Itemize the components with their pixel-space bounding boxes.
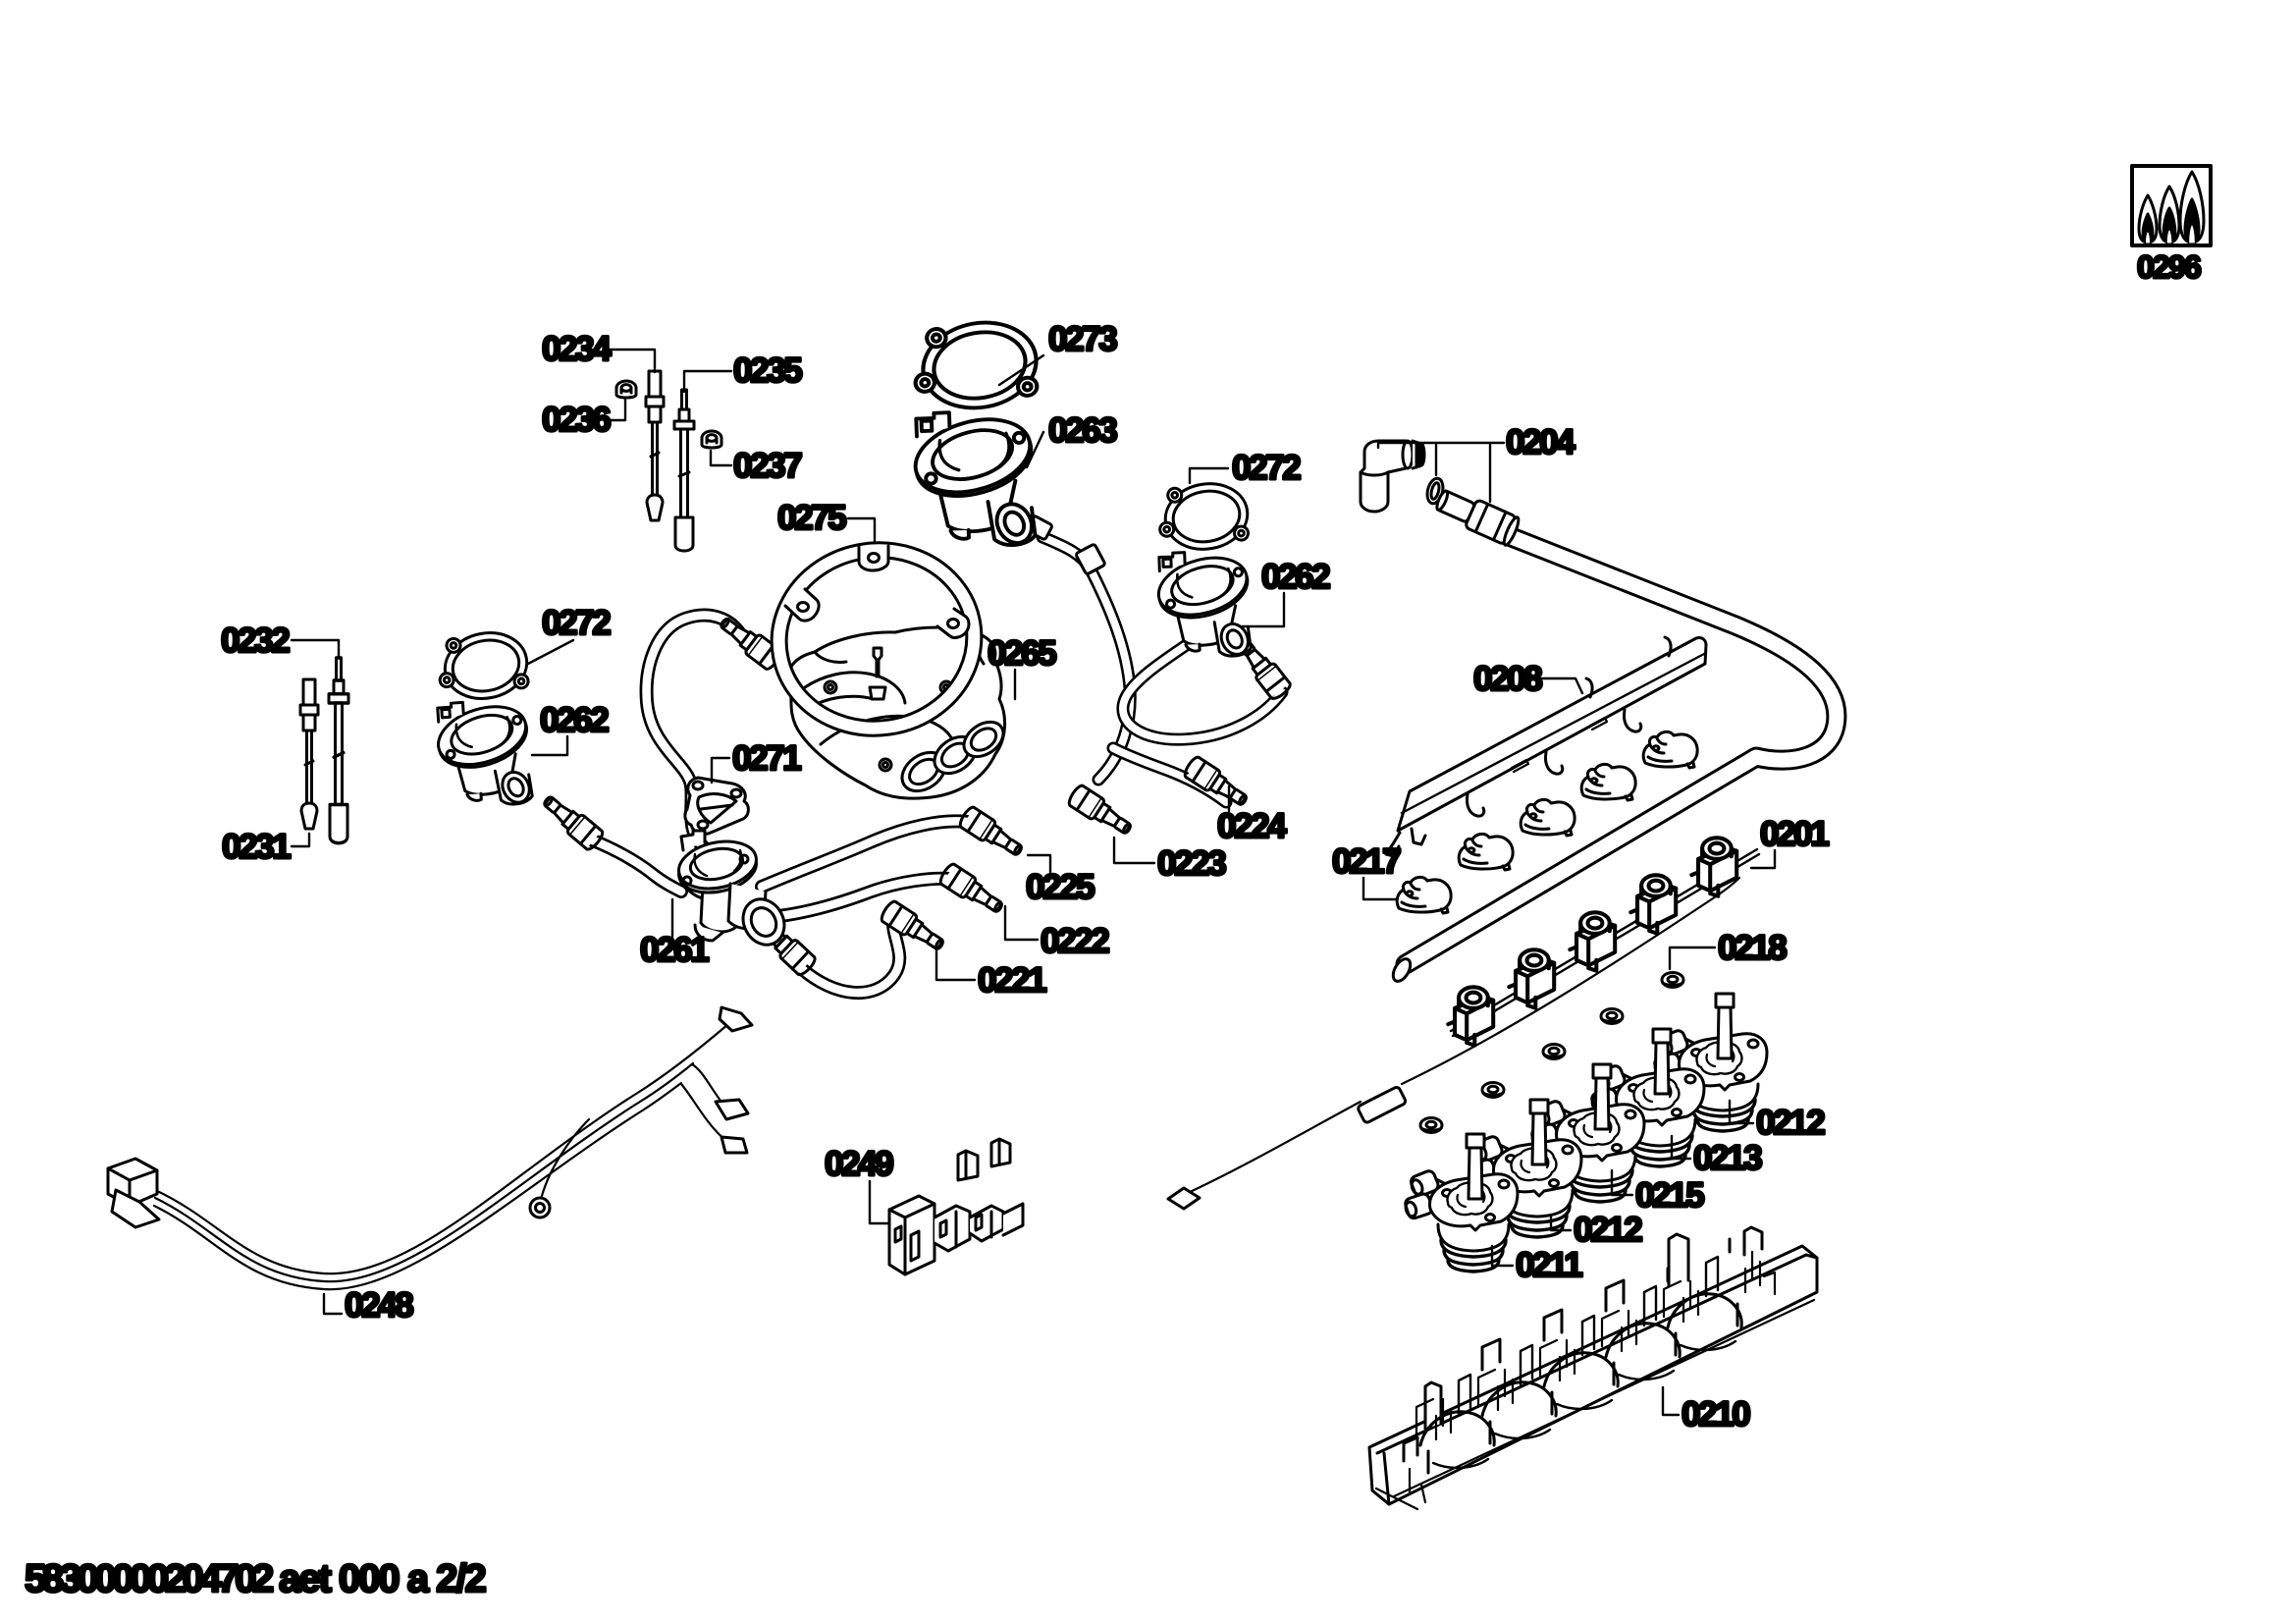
svg-text:0236: 0236 (542, 401, 611, 439)
svg-text:0296: 0296 (2137, 249, 2201, 285)
svg-text:0235: 0235 (733, 352, 802, 390)
svg-text:0271: 0271 (732, 739, 801, 778)
svg-text:0221: 0221 (978, 961, 1046, 1000)
svg-text:0237: 0237 (733, 447, 801, 485)
svg-text:0273: 0273 (1048, 320, 1117, 358)
svg-text:0225: 0225 (1026, 868, 1095, 906)
svg-text:0261: 0261 (640, 931, 709, 969)
svg-text:0224: 0224 (1217, 807, 1287, 845)
svg-text:0212: 0212 (1756, 1104, 1825, 1142)
svg-text:0210: 0210 (1682, 1395, 1750, 1434)
svg-text:0231: 0231 (222, 828, 291, 866)
svg-text:0204: 0204 (1506, 423, 1575, 461)
svg-text:58300000204702 aet 000 a 2/2: 58300000204702 aet 000 a 2/2 (25, 1557, 485, 1600)
svg-text:0234: 0234 (542, 330, 612, 368)
svg-text:0272: 0272 (542, 604, 611, 642)
svg-text:0201: 0201 (1760, 815, 1829, 853)
svg-text:0215: 0215 (1635, 1176, 1704, 1215)
svg-text:0262: 0262 (540, 701, 609, 739)
svg-text:0275: 0275 (777, 499, 846, 537)
svg-text:0263: 0263 (1048, 411, 1117, 450)
svg-text:0222: 0222 (1041, 922, 1109, 960)
svg-text:0213: 0213 (1693, 1139, 1762, 1177)
svg-text:0208: 0208 (1473, 660, 1542, 698)
svg-text:0272: 0272 (1232, 449, 1301, 487)
svg-text:0212: 0212 (1574, 1211, 1642, 1249)
svg-text:0217: 0217 (1332, 842, 1400, 881)
svg-text:0262: 0262 (1261, 558, 1330, 596)
svg-text:0218: 0218 (1718, 929, 1787, 967)
svg-text:0232: 0232 (221, 622, 290, 660)
svg-text:0223: 0223 (1157, 844, 1226, 883)
svg-text:0248: 0248 (345, 1286, 413, 1325)
svg-text:0265: 0265 (988, 634, 1056, 673)
svg-text:0249: 0249 (825, 1145, 893, 1183)
svg-text:0211: 0211 (1516, 1246, 1582, 1284)
